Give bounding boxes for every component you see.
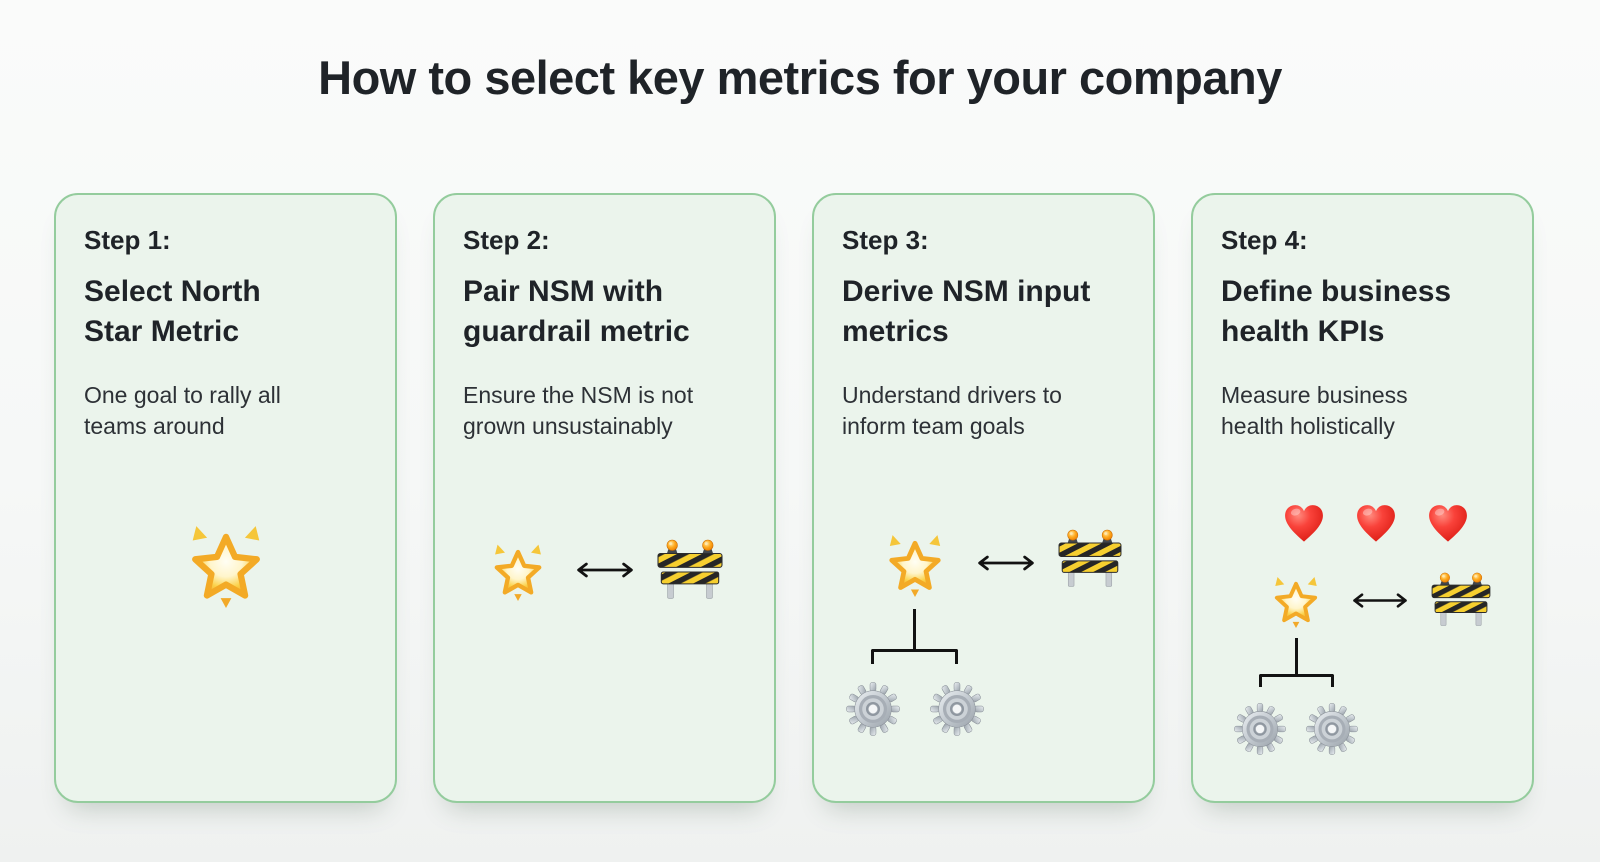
step-title-line: Select North <box>84 275 261 308</box>
construction-barricade-icon <box>657 539 723 601</box>
step-title-line: health KPIs <box>1221 314 1385 348</box>
red-heart-icon <box>1281 502 1327 546</box>
step-title-line: Define business <box>1221 275 1452 308</box>
step-3-card: Step 3: Derive NSM input metrics Underst… <box>812 193 1155 803</box>
steps-row: Step 1: Select North Star Metric One goa… <box>54 193 1534 803</box>
red-heart-icon <box>1425 502 1471 546</box>
step-2-diagram <box>435 539 774 601</box>
step-4-diagram <box>1193 502 1532 755</box>
step-title: Pair NSM with guardrail metric <box>463 272 746 352</box>
step-title: Derive NSM input metrics <box>842 272 1125 352</box>
step-description: Ensure the NSM is not grown unsustainabl… <box>463 380 746 443</box>
left-right-arrow-icon <box>575 559 635 581</box>
construction-barricade-icon <box>1058 529 1122 589</box>
step-title: Define business health KPIs <box>1221 272 1504 352</box>
health-kpis-row <box>1281 502 1471 546</box>
step-label: Step 2: <box>463 225 550 255</box>
step-3-diagram <box>814 529 1153 736</box>
step-description-line: teams around <box>84 413 225 440</box>
construction-barricade-icon <box>1431 572 1491 628</box>
star-guardrail-pair <box>1234 572 1491 755</box>
step-title-line: Star Metric <box>84 314 240 348</box>
glowing-star-icon <box>181 518 271 608</box>
step-label: Step 4: <box>1221 225 1308 255</box>
step-description-line: Measure business <box>1221 381 1408 408</box>
red-heart-icon <box>1353 502 1399 546</box>
step-1-diagram <box>56 518 395 608</box>
left-right-arrow-icon <box>976 552 1036 574</box>
gear-icon <box>1306 703 1358 755</box>
tree-stem-line <box>913 609 916 649</box>
step-description: One goal to rally all teams around <box>84 380 367 443</box>
glowing-star-icon <box>487 539 549 601</box>
step-4-card: Step 4: Define business health KPIs Meas… <box>1191 193 1534 803</box>
gear-icon <box>1234 703 1286 755</box>
step-description-line: health holistically <box>1221 413 1395 440</box>
step-description: Understand drivers to inform team goals <box>842 380 1125 443</box>
input-metrics-row <box>1234 703 1358 755</box>
star-inputs-tree <box>846 529 984 736</box>
gear-icon <box>846 682 900 736</box>
step-title-line: guardrail metric <box>463 314 690 348</box>
step-label: Step 3: <box>842 225 929 255</box>
page-title: How to select key metrics for your compa… <box>318 51 1282 104</box>
step-label: Step 1: <box>84 225 171 255</box>
glowing-star-icon <box>1268 572 1324 628</box>
tree-stem-line <box>1294 638 1298 674</box>
gear-icon <box>930 682 984 736</box>
step-description-line: Understand drivers to <box>842 381 1062 408</box>
step-1-card: Step 1: Select North Star Metric One goa… <box>54 193 397 803</box>
step-description-line: inform team goals <box>842 413 1025 440</box>
star-guardrail-pair <box>846 529 1122 736</box>
step-title-line: Derive NSM input <box>842 275 1091 308</box>
step-description-line: grown unsustainably <box>463 413 673 440</box>
step-description-line: One goal to rally all <box>84 381 281 408</box>
left-right-arrow-icon <box>1351 590 1409 611</box>
glowing-star-icon <box>881 529 949 597</box>
step-title-line: Pair NSM with <box>463 275 664 308</box>
step-title-line: metrics <box>842 314 949 348</box>
step-description: Measure business health holistically <box>1221 380 1504 443</box>
step-title: Select North Star Metric <box>84 272 367 352</box>
tree-branch-bracket <box>871 649 958 664</box>
star-inputs-tree <box>1234 572 1358 755</box>
tree-branch-bracket <box>1258 674 1334 687</box>
step-2-card: Step 2: Pair NSM with guardrail metric E… <box>433 193 776 803</box>
input-metrics-row <box>846 682 984 736</box>
star-guardrail-pair <box>487 539 723 601</box>
step-description-line: Ensure the NSM is not <box>463 381 694 408</box>
